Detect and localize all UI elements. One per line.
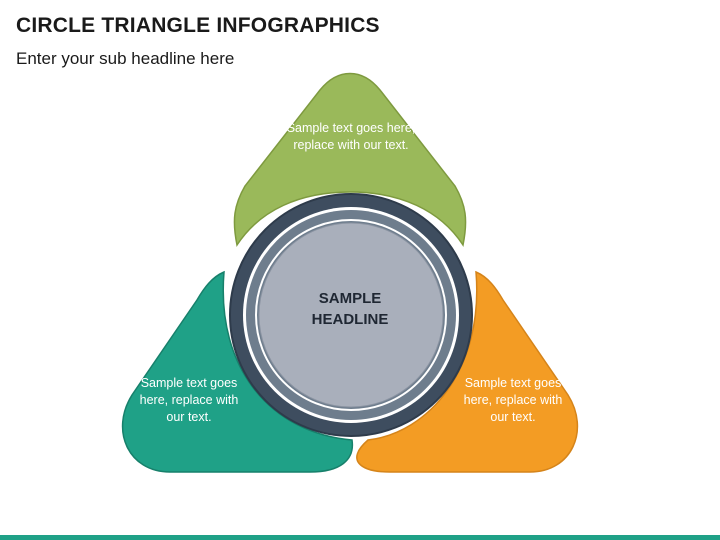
petal-right[interactable] [356,270,579,473]
center-inner-ring-line [255,219,447,411]
petal-top-text: Sample text goes here, replace with our … [286,121,416,152]
center-headline: SAMPLE HEADLINE [270,288,430,330]
page-title: CIRCLE TRIANGLE INFOGRAPHICS [16,14,380,37]
center-inner-circle[interactable] [258,222,444,408]
center-headline-line1: SAMPLE [318,290,382,307]
bottom-accent-bar [0,535,720,540]
petal-right-text: Sample text goes here, replace with our … [463,376,563,424]
center-headline-line2: HEADLINE [311,311,389,328]
petal-left-text: Sample text goes here, replace with our … [139,376,239,424]
page-subtitle: Enter your sub headline here [16,49,235,68]
petal-top[interactable] [233,72,467,247]
